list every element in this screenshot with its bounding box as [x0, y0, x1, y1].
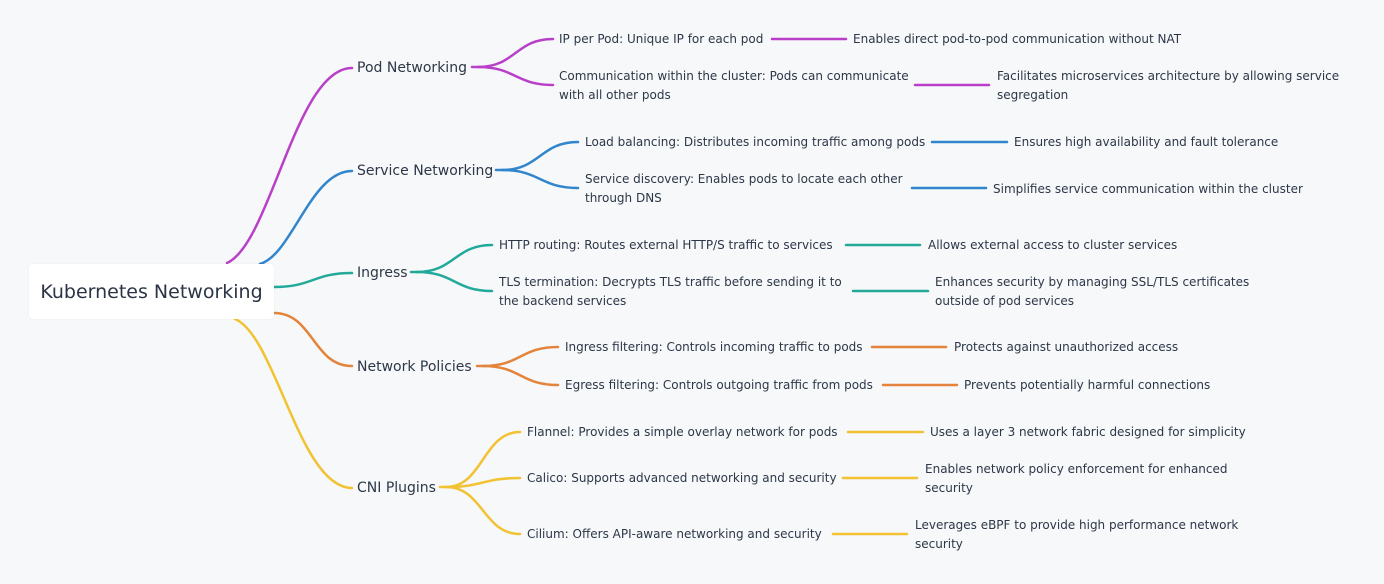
detail-ingress-filtering[interactable]: Protects against unauthorized access — [954, 340, 1179, 354]
branch-pod-networking[interactable]: Pod Networking — [357, 60, 467, 76]
leaf-cilium[interactable]: Cilium: Offers API-aware networking and … — [527, 527, 822, 541]
branch-link-2-1 — [415, 270, 494, 293]
detail-cluster-communication[interactable]: Facilitates microservices architecture b… — [997, 69, 1340, 102]
root-link-network-policies — [272, 311, 354, 368]
branch-network-policies[interactable]: Network Policies — [357, 359, 472, 375]
leaf-ip-per-pod[interactable]: IP per Pod: Unique IP for each pod — [559, 32, 764, 46]
branch-link-4-2 — [444, 485, 522, 536]
leaf-calico[interactable]: Calico: Supports advanced networking and… — [527, 471, 837, 485]
root-link-pod-networking — [225, 66, 354, 265]
detail-cilium[interactable]: Leverages eBPF to provide high performan… — [915, 518, 1239, 551]
branch-link-3-1 — [481, 364, 560, 387]
leaf-cluster-communication[interactable]: Communication within the cluster: Pods c… — [559, 69, 909, 102]
branch-link-3-0 — [481, 345, 560, 368]
branch-ingress[interactable]: Ingress — [357, 265, 408, 281]
leaf-load-balancing[interactable]: Load balancing: Distributes incoming tra… — [585, 135, 926, 149]
root-link-service-networking — [258, 169, 354, 266]
leaf-egress-filtering[interactable]: Egress filtering: Controls outgoing traf… — [565, 378, 873, 392]
detail-calico[interactable]: Enables network policy enforcement for e… — [925, 462, 1228, 495]
detail-http-routing[interactable]: Allows external access to cluster servic… — [928, 238, 1178, 252]
root-label: Kubernetes Networking — [40, 280, 263, 303]
detail-egress-filtering[interactable]: Prevents potentially harmful connections — [964, 378, 1211, 392]
root-node[interactable]: Kubernetes Networking — [29, 264, 274, 319]
branch-link-4-0 — [444, 430, 522, 489]
root-link-cni-plugins — [233, 317, 354, 490]
branch-cni-plugins[interactable]: CNI Plugins — [357, 480, 436, 496]
branch-link-1-1 — [500, 168, 580, 190]
leaf-flannel[interactable]: Flannel: Provides a simple overlay netwo… — [527, 425, 838, 439]
detail-ip-per-pod[interactable]: Enables direct pod-to-pod communication … — [853, 32, 1182, 46]
leaf-ingress-filtering[interactable]: Ingress filtering: Controls incoming tra… — [565, 340, 863, 354]
branch-service-networking[interactable]: Service Networking — [357, 163, 494, 179]
detail-flannel[interactable]: Uses a layer 3 network fabric designed f… — [930, 425, 1246, 439]
leaf-http-routing[interactable]: HTTP routing: Routes external HTTP/S tra… — [499, 238, 833, 252]
branch-link-0-0 — [476, 37, 555, 69]
branch-link-2-0 — [415, 243, 494, 274]
branch-link-0-1 — [476, 65, 555, 87]
root-link-ingress — [272, 271, 354, 289]
leaf-tls-termination[interactable]: TLS termination: Decrypts TLS traffic be… — [499, 275, 842, 308]
leaf-service-discovery[interactable]: Service discovery: Enables pods to locat… — [585, 172, 903, 205]
branch-link-4-1 — [444, 476, 522, 489]
detail-load-balancing[interactable]: Ensures high availability and fault tole… — [1014, 135, 1279, 149]
branch-link-1-0 — [500, 140, 580, 172]
detail-tls-termination[interactable]: Enhances security by managing SSL/TLS ce… — [935, 275, 1250, 308]
detail-service-discovery[interactable]: Simplifies service communication within … — [993, 182, 1303, 196]
